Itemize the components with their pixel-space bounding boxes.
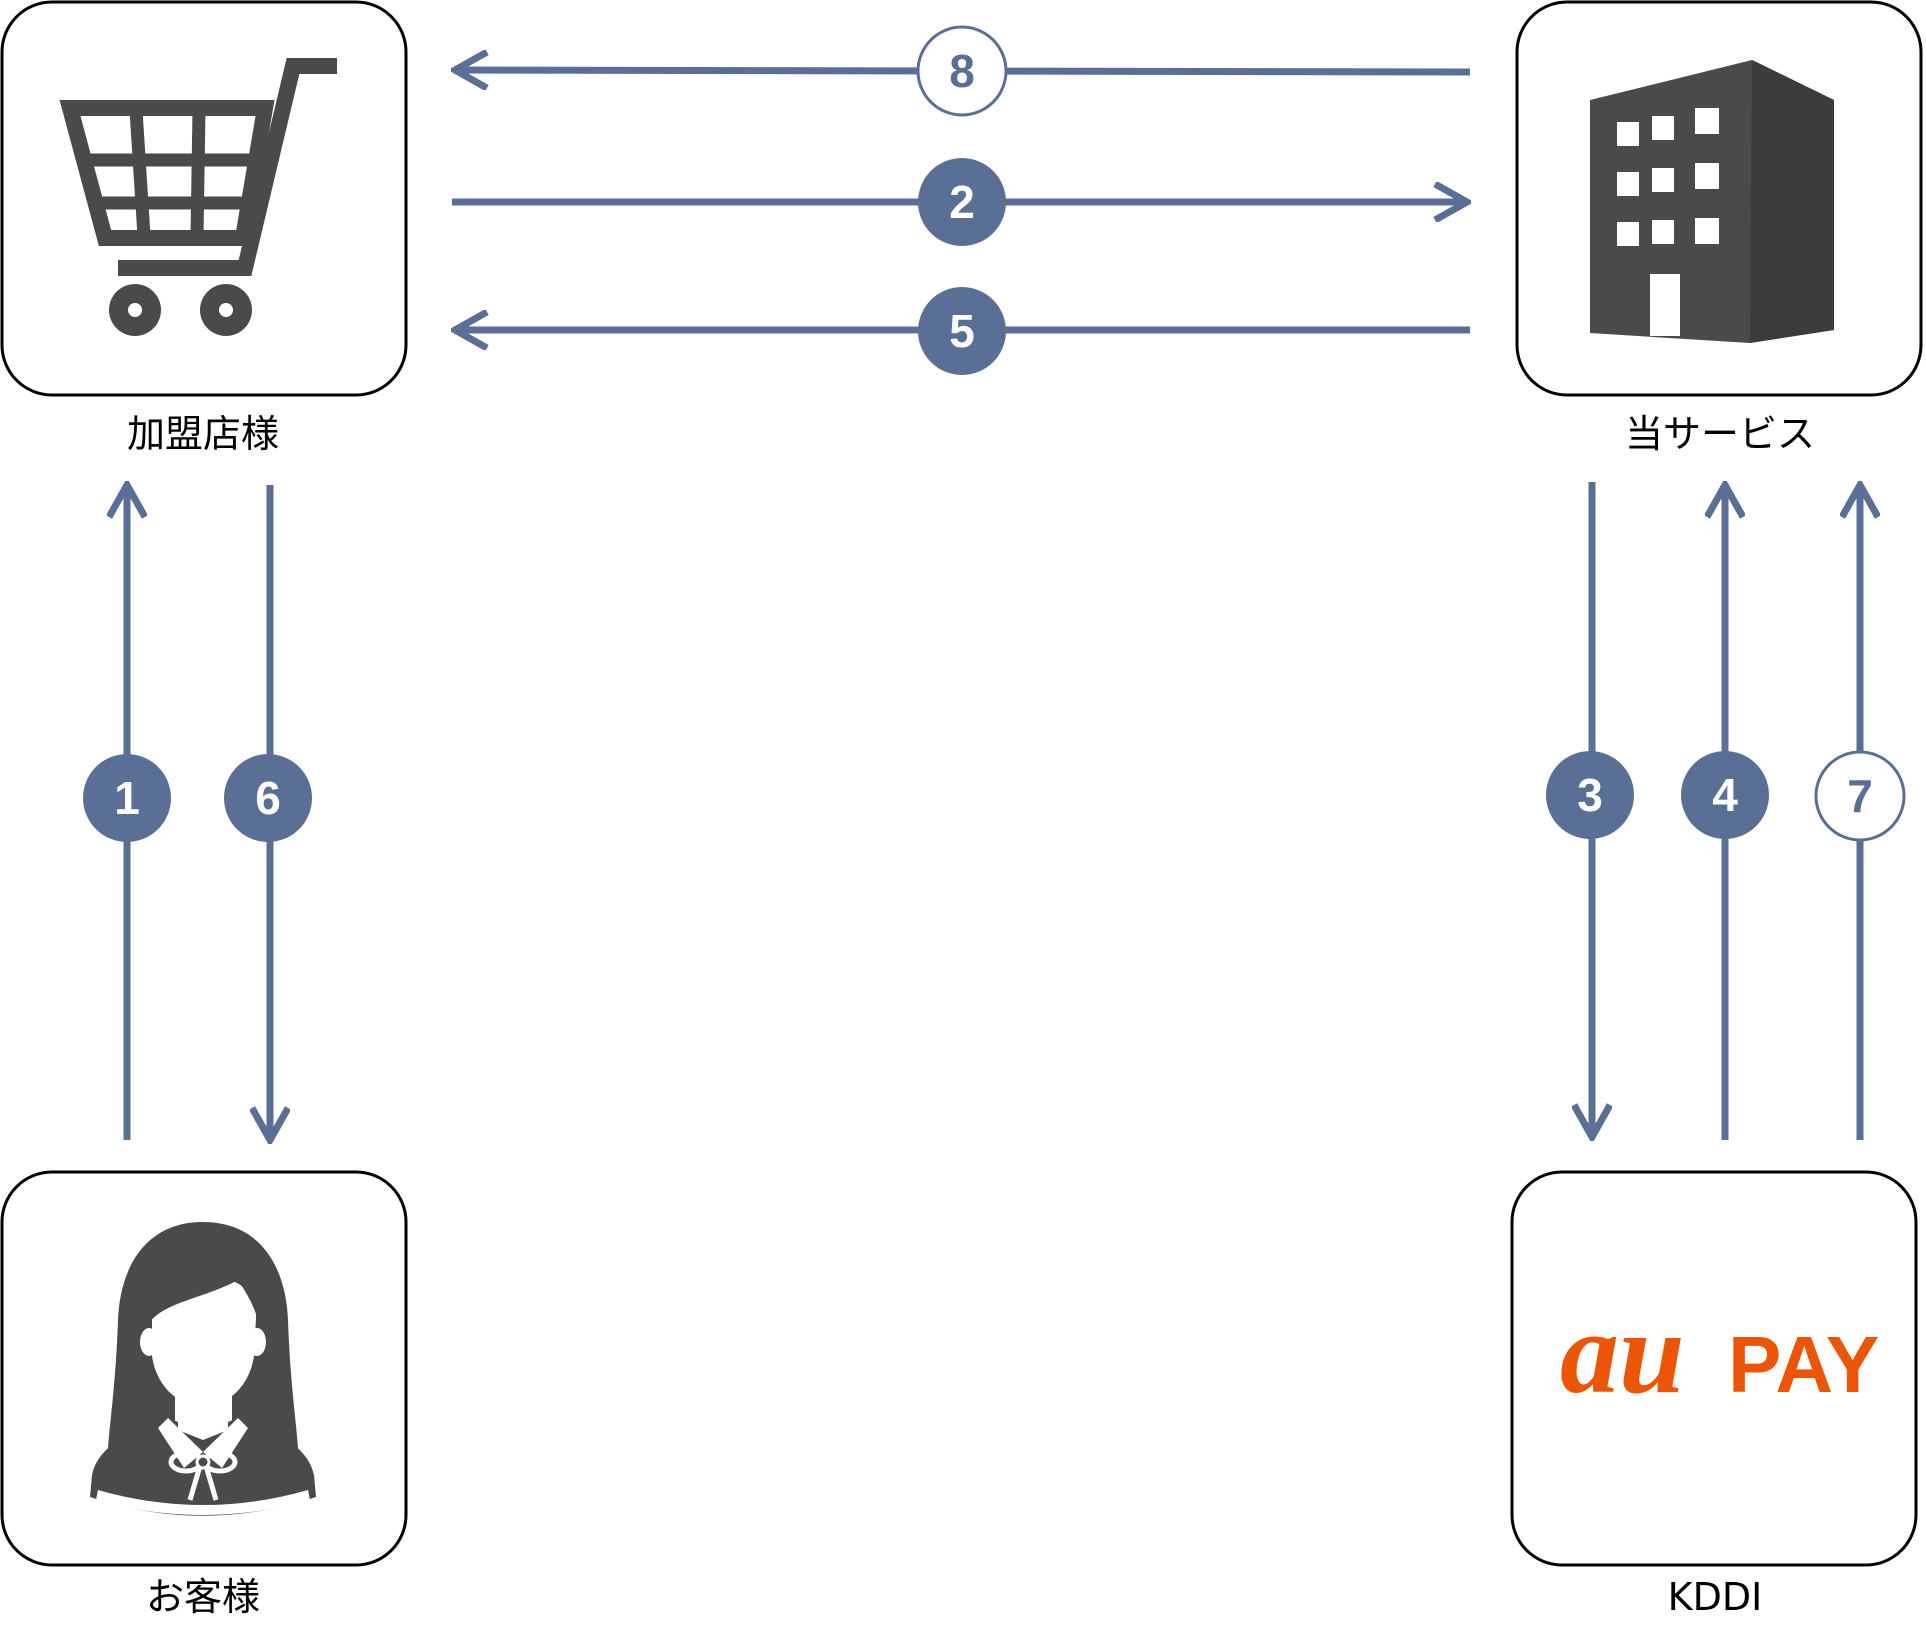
svg-text:8: 8	[949, 45, 975, 97]
step-badge-8: 8	[916, 25, 1008, 117]
office-building-icon	[1590, 60, 1834, 343]
kddi-box	[1510, 1170, 1918, 1567]
step-badge-6: 6	[224, 754, 312, 842]
step-badge-4: 4	[1681, 751, 1769, 839]
customer-label: お客様	[146, 1575, 260, 1619]
svg-text:1: 1	[114, 772, 140, 824]
au-logo-text: au	[1560, 1287, 1685, 1418]
svg-text:6: 6	[255, 772, 281, 824]
node-merchant: 加盟店様	[0, 0, 408, 456]
pay-logo-text: PAY	[1728, 1320, 1879, 1409]
node-kddi: au PAY KDDI	[1510, 1170, 1918, 1619]
kddi-label: KDDI	[1668, 1575, 1763, 1619]
step-badge-3: 3	[1546, 751, 1634, 839]
step-badge-7: 7	[1814, 750, 1906, 842]
service-label: 当サービス	[1625, 412, 1815, 456]
shopping-cart-icon	[59, 58, 337, 336]
node-service: 当サービス	[1515, 0, 1923, 456]
svg-text:7: 7	[1847, 770, 1873, 822]
merchant-label: 加盟店様	[127, 412, 279, 456]
step-badge-5: 5	[918, 287, 1006, 375]
step-badge-2: 2	[918, 158, 1006, 246]
woman-avatar-icon	[90, 1222, 316, 1516]
node-customer: お客様	[0, 1170, 408, 1619]
step-badge-1: 1	[83, 754, 171, 842]
svg-text:5: 5	[949, 305, 975, 357]
au-pay-logo: au PAY	[1560, 1287, 1879, 1418]
svg-text:3: 3	[1577, 769, 1603, 821]
svg-text:4: 4	[1712, 769, 1738, 821]
svg-text:2: 2	[949, 176, 975, 228]
